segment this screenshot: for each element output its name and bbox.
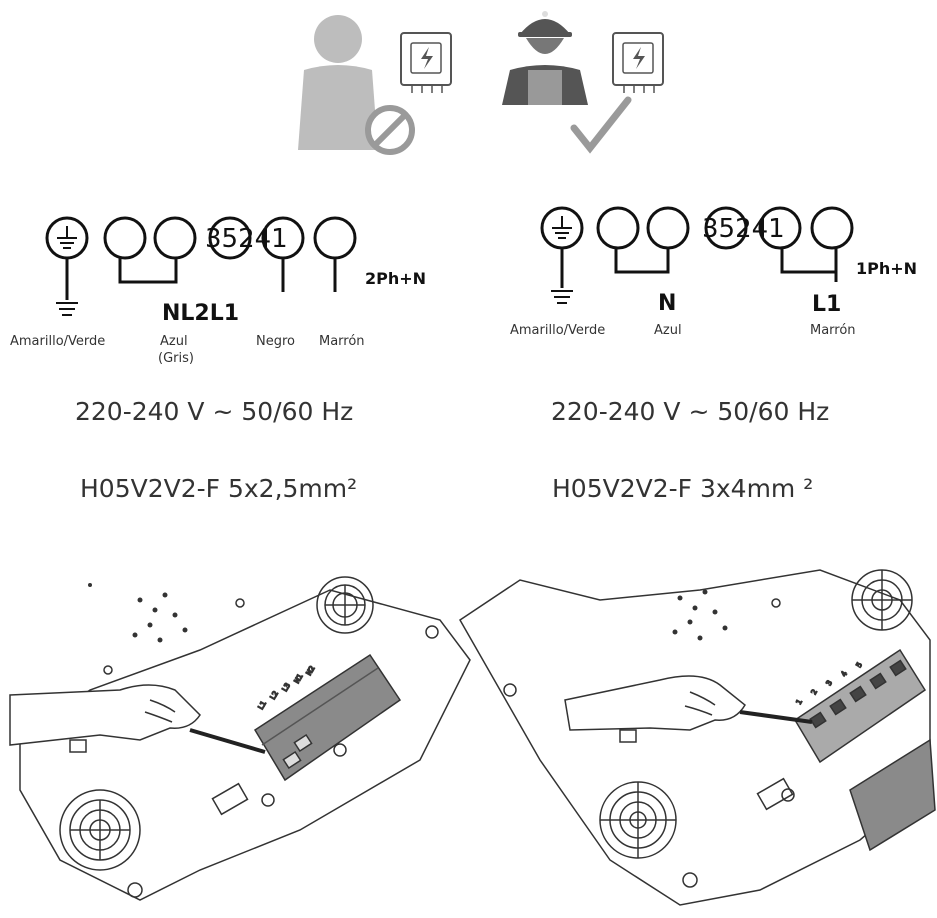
right-terminal-numbers: 35241 bbox=[702, 214, 785, 244]
left-config-label: 2Ph+N bbox=[365, 269, 426, 288]
left-wiring-diagram bbox=[45, 216, 357, 316]
terminal-label-5: 5 bbox=[855, 661, 864, 669]
terminal-block bbox=[253, 653, 402, 782]
terminal-label-n1: N1 bbox=[293, 673, 305, 685]
left-voltage-spec: 220-240 V ~ 50/60 Hz bbox=[75, 397, 353, 426]
fan-icon bbox=[316, 576, 374, 634]
fan-icon bbox=[851, 569, 913, 631]
right-wire-color-l1: Marrón bbox=[810, 323, 856, 338]
terminal-label-2: 2 bbox=[810, 688, 819, 696]
left-cable-spec: H05V2V2-F 5x2,5mm² bbox=[80, 474, 357, 503]
terminal-block bbox=[793, 648, 936, 852]
left-phase-labels: NL2L1 bbox=[162, 301, 239, 326]
earth-symbol-icon bbox=[57, 226, 77, 249]
hand-screwdriver-icon bbox=[564, 675, 813, 731]
forbidden-icon bbox=[365, 105, 415, 155]
right-phase-l1: L1 bbox=[812, 292, 841, 317]
right-wire-color-earth: Amarillo/Verde bbox=[510, 323, 605, 338]
terminal-label-l1: L1 bbox=[257, 700, 268, 711]
earth-symbol-icon bbox=[552, 216, 572, 239]
terminal-label-4: 4 bbox=[840, 670, 849, 678]
electrical-panel-icon bbox=[612, 32, 664, 93]
right-phase-n: N bbox=[658, 291, 676, 316]
right-voltage-spec: 220-240 V ~ 50/60 Hz bbox=[551, 397, 829, 426]
left-wire-color-l2: Negro bbox=[256, 334, 295, 349]
left-terminal-numbers: 35241 bbox=[205, 224, 288, 254]
ground-symbol-icon bbox=[551, 290, 573, 304]
right-cable-spec: H05V2V2-F 3x4mm ² bbox=[552, 474, 813, 503]
fan-icon bbox=[59, 789, 141, 871]
right-wiring-diagram bbox=[540, 206, 854, 304]
right-wire-color-neutral: Azul bbox=[654, 323, 682, 338]
hand-screwdriver-icon bbox=[9, 684, 266, 754]
terminal-label-l3: L3 bbox=[281, 682, 292, 693]
right-config-label: 1Ph+N bbox=[856, 259, 917, 278]
left-wire-color-l1: Marrón bbox=[319, 334, 365, 349]
terminal-label-n2: N2 bbox=[305, 665, 317, 677]
terminal-label-1: 1 bbox=[795, 698, 804, 706]
checkmark-icon bbox=[570, 96, 632, 154]
electrical-panel-icon bbox=[400, 32, 452, 93]
terminal-label-l2: L2 bbox=[269, 690, 280, 701]
person-icon bbox=[298, 15, 378, 150]
unqualified-person-group bbox=[298, 15, 452, 155]
electrician-group bbox=[502, 11, 664, 154]
electrician-icon bbox=[502, 11, 588, 105]
right-installation-illustration: 1 2 3 4 5 bbox=[459, 569, 936, 906]
left-wire-color-neutral: Azul bbox=[160, 334, 188, 349]
left-wire-color-neutral-alt: (Gris) bbox=[158, 351, 194, 366]
fan-icon bbox=[599, 781, 677, 859]
left-wire-color-earth: Amarillo/Verde bbox=[10, 334, 105, 349]
left-installation-illustration: L1 L2 L3 N1 N2 bbox=[9, 576, 471, 901]
ground-symbol-icon bbox=[56, 302, 78, 316]
terminal-label-3: 3 bbox=[825, 679, 834, 687]
